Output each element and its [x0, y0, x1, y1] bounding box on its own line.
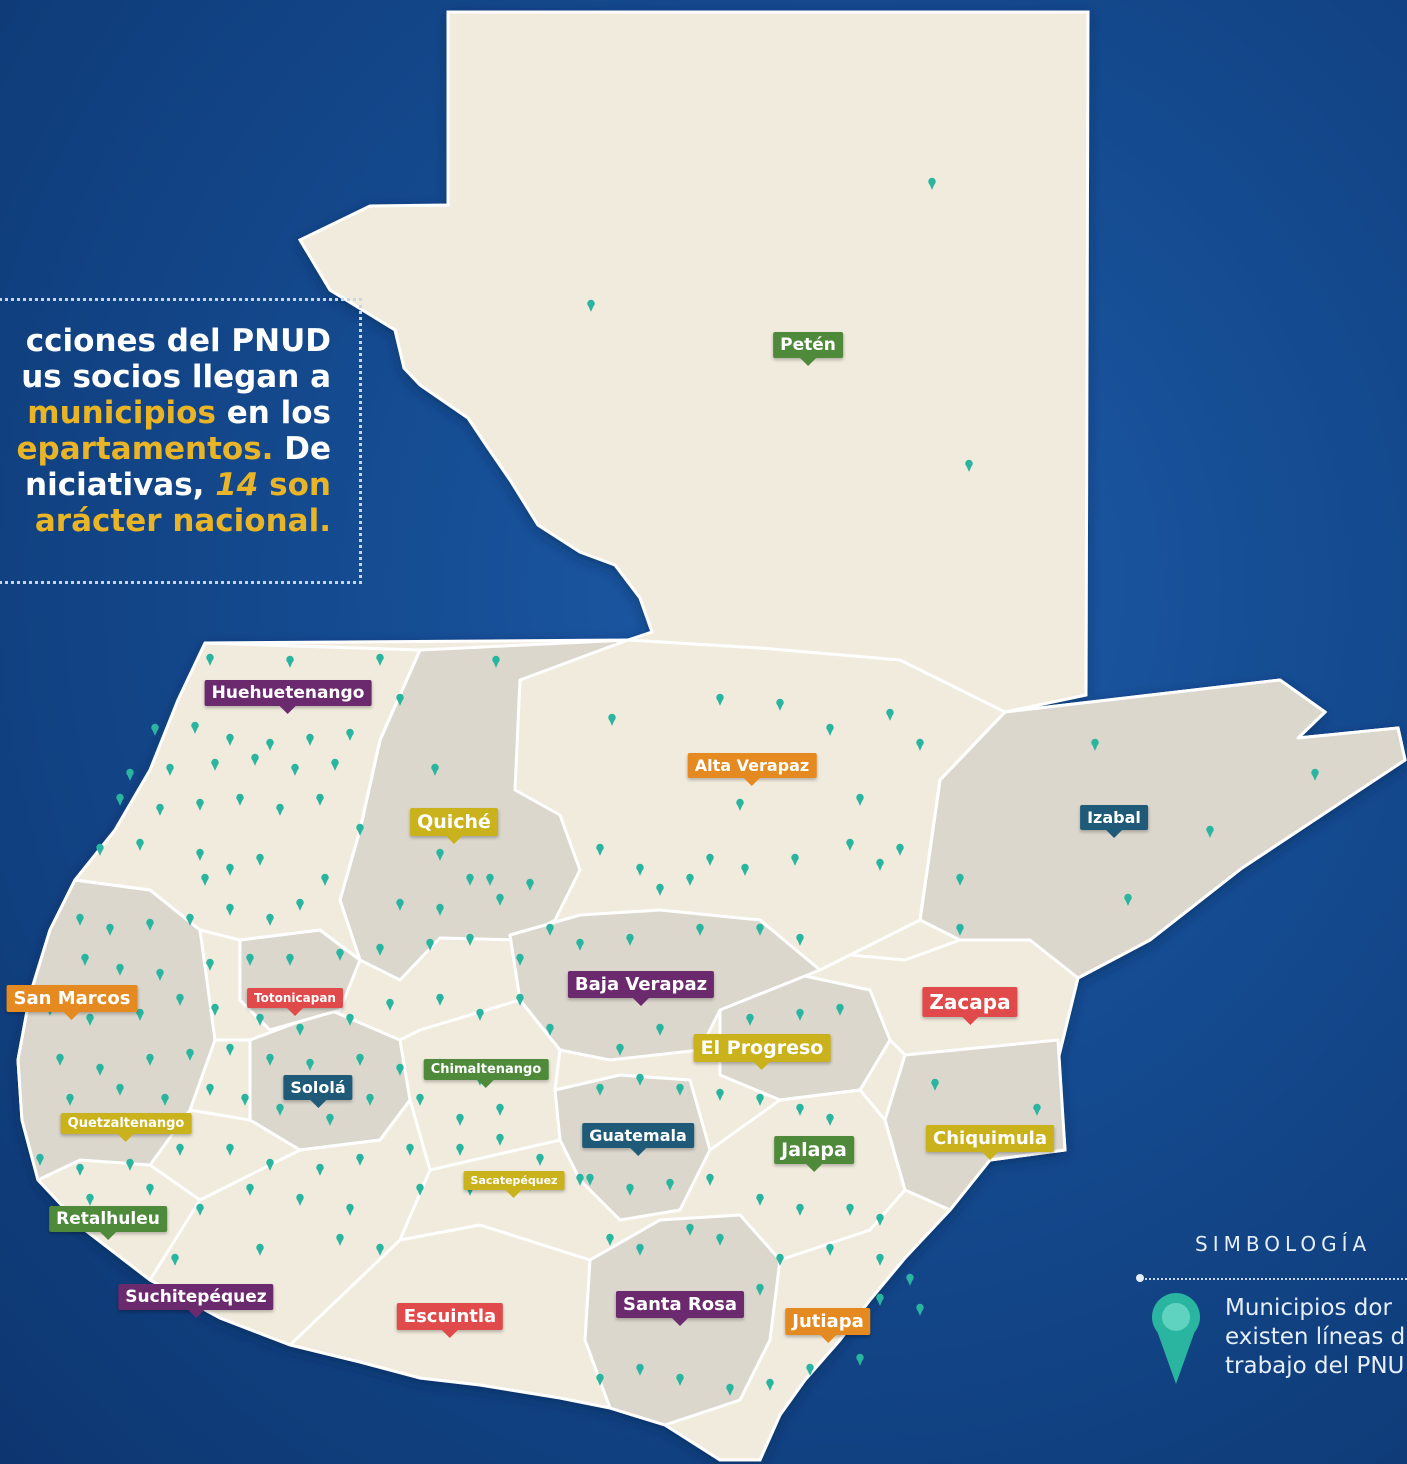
callout-line-4: epartamentos. De [16, 431, 331, 467]
label-sacatepequez: Sacatepéquez [463, 1171, 565, 1198]
callout-line-6: arácter nacional. [34, 503, 331, 539]
callout-line-2: us socios llegan a [21, 359, 331, 395]
label-izabal: Izabal [1080, 805, 1148, 838]
label-san-marcos: San Marcos [6, 985, 138, 1020]
callout-line-3: municipios en los [27, 395, 331, 431]
label-solola: Sololá [283, 1075, 353, 1108]
label-jutiapa: Jutiapa [785, 1308, 871, 1343]
label-jalapa: Jalapa [774, 1136, 854, 1172]
municipality-pin [126, 768, 134, 781]
label-suchitepequez: Suchitepéquez [118, 1284, 274, 1318]
summary-callout: cciones del PNUD us socios llegan a muni… [0, 298, 362, 584]
label-quiche: Quiché [410, 808, 498, 844]
legend-divider [1140, 1278, 1407, 1280]
label-quetzaltenango: Quetzaltenango [60, 1113, 192, 1142]
legend-divider-dot [1136, 1274, 1144, 1282]
label-el-progreso: El Progreso [693, 1034, 831, 1070]
label-guatemala: Guatemala [582, 1123, 694, 1156]
legend-title: SIMBOLOGÍA [1195, 1232, 1372, 1256]
callout-highlight-municipios: municipios [27, 395, 216, 431]
municipality-pin [151, 723, 159, 736]
label-zacapa: Zacapa [922, 987, 1018, 1025]
label-santa-rosa: Santa Rosa [615, 1291, 745, 1326]
legend-description: Municipios dor existen líneas d trabajo … [1225, 1295, 1406, 1379]
municipality-pin [906, 1273, 914, 1286]
label-baja-verapaz: Baja Verapaz [567, 971, 715, 1006]
map-pin-icon [1152, 1293, 1200, 1384]
callout-number: 14 [215, 467, 259, 503]
municipality-pin [116, 793, 124, 806]
label-retalhuleu: Retalhuleu [49, 1206, 167, 1240]
municipality-pin [916, 1303, 924, 1316]
callout-text: cciones del PNUD us socios llegan a muni… [0, 323, 331, 539]
label-totonicapan: Totonicapan [247, 988, 343, 1016]
label-chimaltenango: Chimaltenango [423, 1059, 549, 1088]
label-chiquimula: Chiquimula [926, 1125, 1054, 1160]
label-escuintla: Escuintla [396, 1303, 504, 1338]
municipality-pin [876, 1293, 884, 1306]
label-alta-verapaz: Alta Verapaz [687, 753, 817, 786]
callout-line-5: niciativas, 14 son [25, 467, 331, 503]
municipality-pin [856, 1353, 864, 1366]
label-huehuetenango: Huehuetenango [204, 680, 372, 714]
label-peten: Petén [773, 332, 843, 366]
callout-line-1: cciones del PNUD [25, 323, 331, 359]
callout-highlight-departamentos: epartamentos. [16, 431, 274, 467]
